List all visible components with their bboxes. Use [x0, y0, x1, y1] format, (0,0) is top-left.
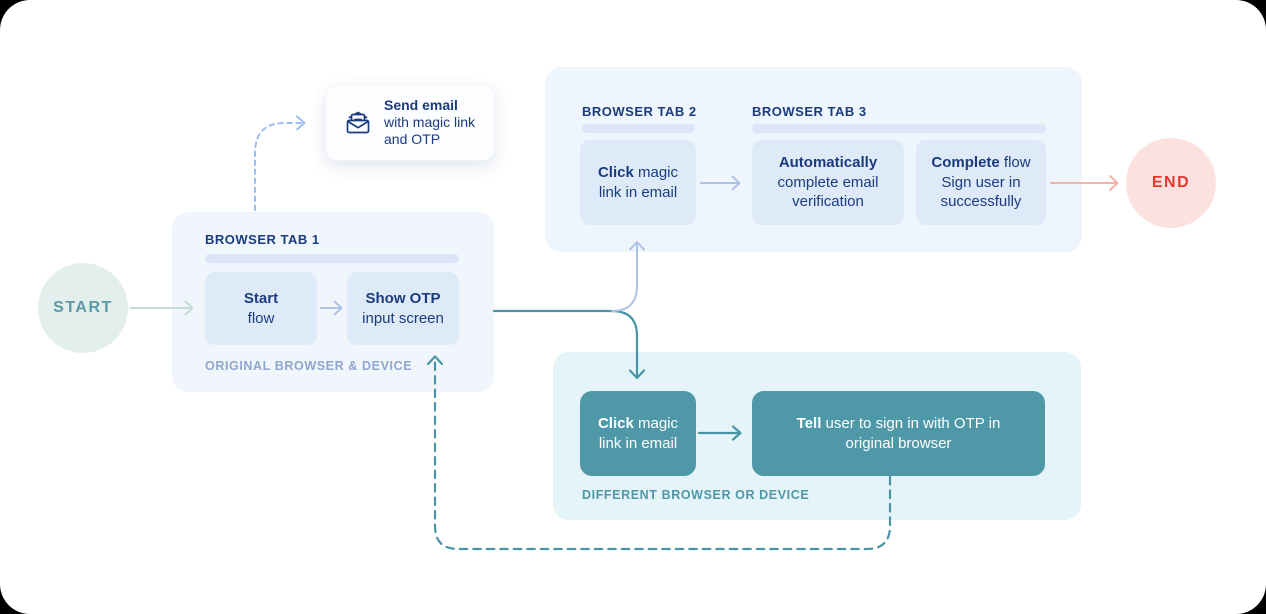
browser-tab-2-title: BROWSER TAB 2 [582, 104, 697, 119]
step-tell-line2: original browser [845, 434, 952, 452]
browser-tab-1-tabbar [205, 254, 459, 263]
step-complete-line3: successfully [940, 193, 1022, 211]
step-click-magic-link-tab2: Click magic link in email [580, 140, 696, 225]
browser-tab-3-tabbar [752, 124, 1046, 133]
start-label: START [53, 299, 113, 316]
branch-tab1-to-tab2 [611, 241, 645, 312]
step-tell-user-otp: Tell user to sign in with OTP in origina… [752, 391, 1045, 476]
step-complete-line2: Sign user in [941, 173, 1021, 191]
step-click-other-rest: magic [633, 414, 679, 432]
step-tell-rest: user to sign in with OTP in [821, 414, 1001, 432]
original-browser-label: ORIGINAL BROWSER & DEVICE [205, 359, 413, 373]
dashed-arrow-to-send-email [254, 115, 306, 211]
step-complete-flow: Complete flow Sign user in successfully [916, 140, 1046, 225]
browser-tab-3-title: BROWSER TAB 3 [752, 104, 867, 119]
step-click-magic-link-other-device: Click magic link in email [580, 391, 696, 476]
send-email-text: Send email with magic link and OTP [384, 97, 475, 148]
step-show-otp: Show OTP input screen [347, 272, 459, 345]
step-tell-bold: Tell [796, 414, 822, 432]
browser-tab-2-tabbar [582, 124, 695, 133]
step-start-flow-bold: Start [243, 289, 279, 307]
step-click-tab2-rest: magic [633, 163, 679, 181]
end-node: END [1126, 138, 1216, 228]
browser-tab-1-title: BROWSER TAB 1 [205, 232, 320, 247]
send-email-bold: Send email [384, 96, 458, 113]
browser-tabs-2-3-group: BROWSER TAB 2 Click magic link in email … [545, 67, 1082, 252]
step-auto-bold: Automatically [778, 153, 878, 171]
step-click-other-bold: Click [597, 414, 634, 432]
send-email-line2: with magic link [384, 113, 476, 130]
step-click-other-line2: link in email [598, 434, 678, 452]
step-start-flow-line2: flow [247, 309, 275, 327]
start-node: START [38, 263, 128, 353]
different-browser-label: DIFFERENT BROWSER OR DEVICE [582, 488, 810, 502]
different-device-group: Click magic link in email Tell user to s… [553, 352, 1081, 520]
step-start-flow: Start flow [205, 272, 317, 345]
send-email-line3: and OTP [384, 131, 441, 148]
open-envelope-icon [346, 111, 370, 133]
step-show-otp-bold: Show OTP [365, 289, 441, 307]
step-complete-rest: flow [999, 153, 1031, 171]
step-complete-bold: Complete [931, 153, 1000, 171]
step-auto-complete-verification: Automatically complete email verificatio… [752, 140, 904, 225]
send-email-card: Send email with magic link and OTP [325, 84, 495, 161]
step-click-tab2-bold: Click [597, 163, 634, 181]
step-click-tab2-line2: link in email [598, 183, 678, 201]
step-auto-line2: complete email [777, 173, 879, 191]
step-show-otp-line2: input screen [362, 309, 444, 327]
end-label: END [1151, 174, 1191, 191]
browser-tab-1-group: BROWSER TAB 1 Start flow Show OTP input … [172, 212, 494, 392]
step-auto-line3: verification [792, 193, 864, 211]
